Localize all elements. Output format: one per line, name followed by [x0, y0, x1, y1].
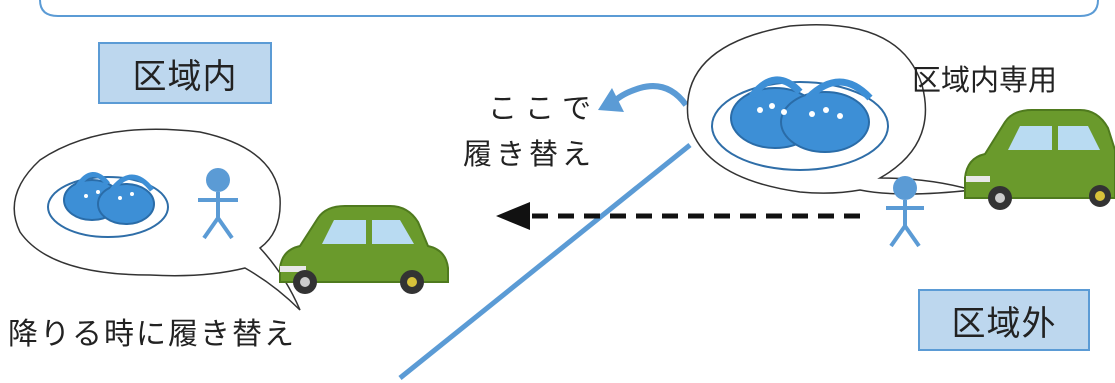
change-when-exiting-label: 降りる時に履き替え: [8, 317, 296, 352]
curved-arrow-head: [598, 88, 624, 112]
inside-area-label: 区域内: [98, 42, 272, 104]
change-here-line2: 履き替え: [463, 137, 596, 171]
sandals-left-icon: [47, 172, 169, 238]
inside-only-label: 区域内専用: [912, 63, 1058, 97]
dashed-arrow-head: [496, 202, 530, 230]
area-boundary-line: [398, 143, 692, 380]
person-right-icon: [886, 176, 924, 248]
speech-bubble-left: [13, 128, 301, 311]
sandals-right-icon: [711, 76, 889, 171]
person-left-icon: [198, 168, 238, 240]
outside-area-label: 区域外: [918, 289, 1090, 351]
curved-arrow: [609, 83, 689, 107]
car-right-icon: [964, 109, 1115, 210]
top-frame: [39, 0, 1099, 17]
car-left-icon: [279, 205, 449, 294]
change-here-line1: ここで: [488, 91, 600, 125]
